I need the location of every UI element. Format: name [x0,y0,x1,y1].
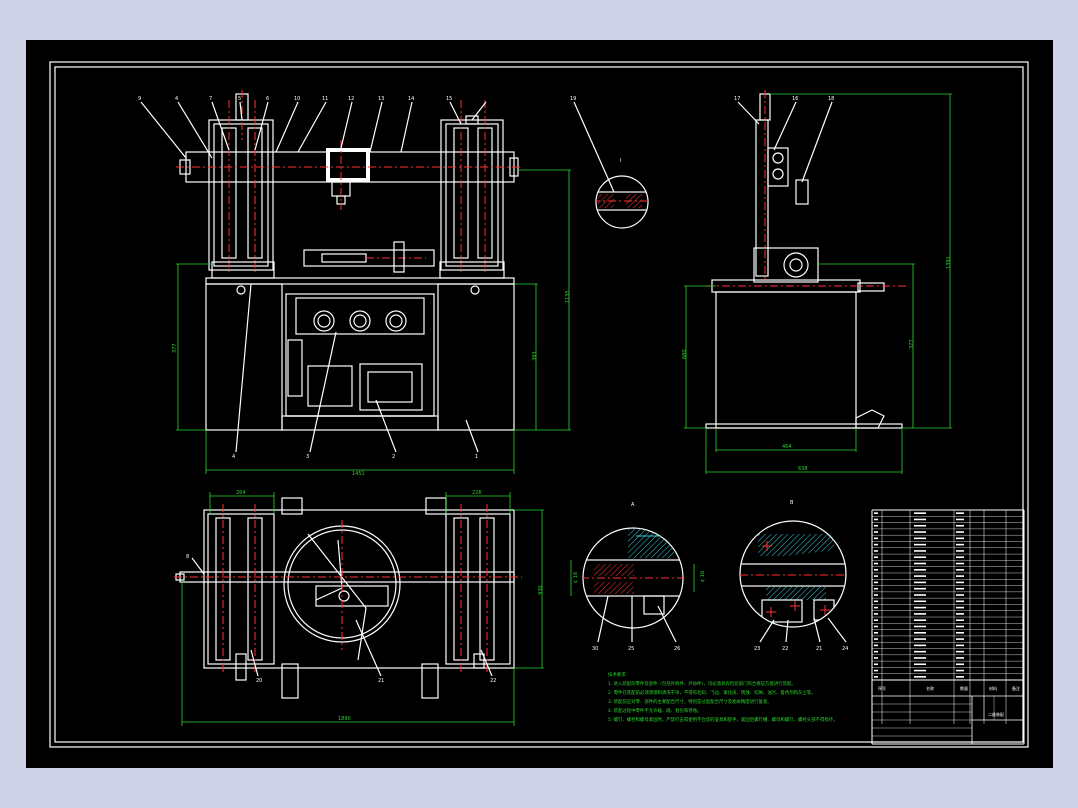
top-view: 264 226 930 1890 8 20 21 22 [174,490,544,726]
dim-front-width: 1451 [352,471,365,477]
title-block-text: 序号 名称 数量 材料 备注 二维装配 [878,685,1020,717]
balloon-5: 5 [238,96,241,102]
balloon-4: 4 [175,96,178,102]
bom-header-name: 名称 [926,685,934,691]
side-view: 1391 377 680 464 638 17 16 18 [682,90,952,474]
detail-view-i: I 19 [570,96,649,229]
balloon-14: 14 [408,96,414,102]
dim-side-height: 1391 [946,256,952,269]
note-3: 3. 装配前应对零、部件的主要配合尺寸，特别是过盈配合尺寸及相关精度进行复查。 [608,698,772,705]
balloon-7: 7 [209,96,212,102]
detail-view-a: A ¢ 16 ¢ 16 30 25 26 [570,502,706,652]
dim-front-height: 1135 [565,290,571,303]
balloon-b-22: 22 [782,646,788,652]
balloon-17: 17 [734,96,740,102]
detail-i-label: I [620,158,621,164]
balloon-12: 12 [348,96,354,102]
dim-side-left: 680 [682,349,688,359]
balloon-16: 16 [792,96,798,102]
technical-notes: 技术要求 1. 进入装配的零件及部件（包括外购件、外协件），均必须具有检验部门的… [608,671,838,723]
balloon-25: 25 [628,646,634,652]
balloon-30: 30 [592,646,598,652]
bom-header-no: 序号 [878,685,886,691]
dim-side-width: 638 [798,466,808,472]
detail-view-b: B 23 22 21 24 [739,500,848,652]
balloon-9: 9 [138,96,141,102]
detail-b-label: B [790,500,794,506]
note-2: 2. 零件在装配前必须清理和清洗干净，不得有毛刺、飞边、氧化皮、锈蚀、切屑、油污… [608,689,816,696]
bom-header-material: 材料 [989,685,997,691]
dim-a-right: ¢ 16 [700,571,706,582]
dim-top-left-col: 264 [236,490,246,496]
balloon-21: 21 [378,678,384,684]
dim-a-left: ¢ 16 [573,572,579,583]
balloon-10: 10 [294,96,300,102]
balloon-26: 26 [674,646,680,652]
balloon-22: 22 [490,678,496,684]
balloon-b-23: 23 [754,646,760,652]
note-4: 4. 装配过程中零件不允许磕、碰、划伤和锈蚀。 [608,707,701,714]
drawing-title: 二维装配 [988,711,1004,717]
balloon-18: 18 [828,96,834,102]
balloon-13: 13 [378,96,384,102]
balloon-15: 15 [446,96,452,102]
balloon-bottom-1: 1 [475,454,478,460]
balloon-bottom-3: 3 [306,454,309,460]
balloon-b-21: 21 [816,646,822,652]
detail-a-label: A [631,502,635,508]
dim-front-right: 393 [532,351,538,361]
dim-front-left: 377 [172,343,178,353]
dim-top-width: 1890 [338,716,351,722]
notes-title: 技术要求 [608,671,626,678]
dim-side-right: 377 [909,339,915,349]
balloon-11: 11 [322,96,328,102]
balloon-bottom-2: 2 [392,454,395,460]
assembly-drawing: 1451 377 393 1135 9 4 7 5 6 10 11 12 13 … [49,61,1029,748]
title-block [871,509,1025,745]
balloon-b-24: 24 [842,646,848,652]
bom-header-qty: 数量 [960,685,968,691]
front-view: 1451 377 393 1135 9 4 7 5 6 10 11 12 13 … [138,90,571,477]
balloon-6: 6 [266,96,269,102]
balloon-bottom-4: 4 [232,454,235,460]
note-1: 1. 进入装配的零件及部件（包括外购件、外协件），均必须具有检验部门的合格证方能… [608,680,796,687]
balloon-8: 8 [186,554,189,560]
dim-side-inner: 464 [782,444,792,450]
note-5: 5. 螺钉、螺栓和螺母紧固时，严禁打击或使用不合适的旋具和扳手，紧固后螺钉槽、螺… [608,716,838,723]
balloon-20: 20 [256,678,262,684]
cad-viewport[interactable]: 1451 377 393 1135 9 4 7 5 6 10 11 12 13 … [26,40,1053,768]
dim-top-depth: 930 [538,585,544,595]
dim-top-right-col: 226 [472,490,482,496]
bom-header-remark: 备注 [1012,685,1020,691]
outer-frame [49,61,1029,748]
balloon-19: 19 [570,96,576,102]
inner-frame [54,66,1024,743]
